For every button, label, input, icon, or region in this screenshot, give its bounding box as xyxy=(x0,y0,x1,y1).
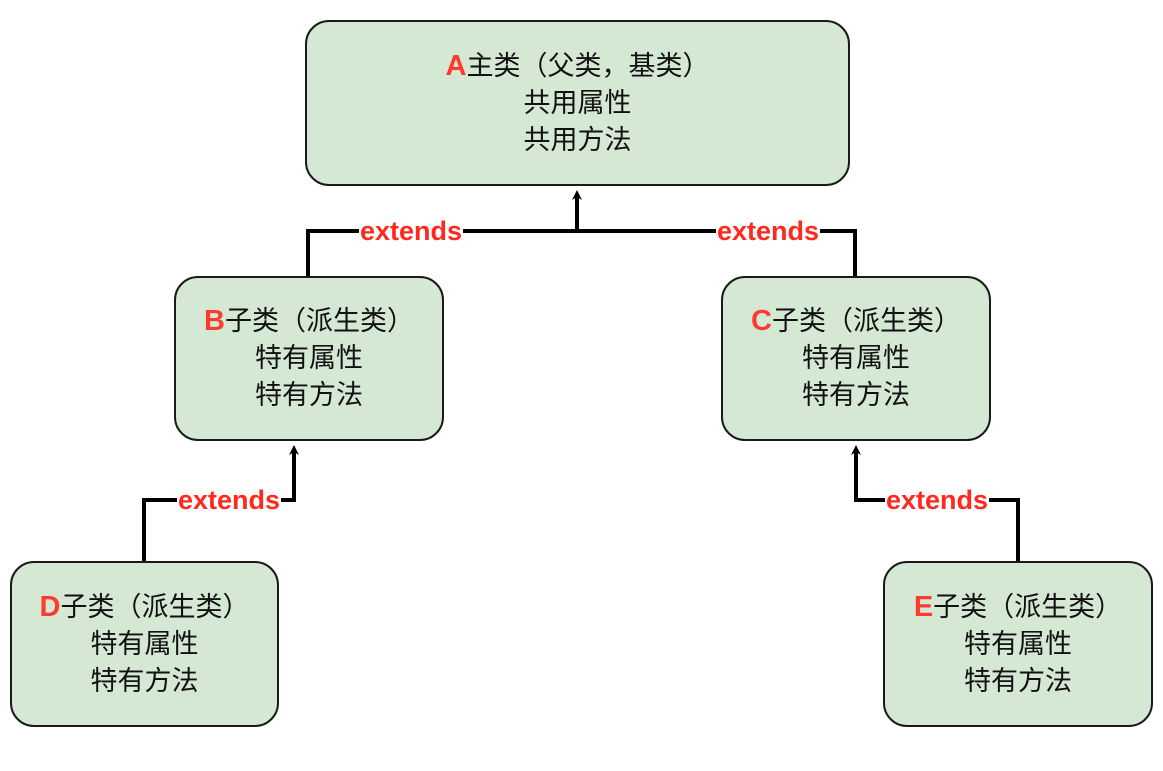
node-a-base-class: A主类（父类，基类） 共用属性 共用方法 xyxy=(305,20,850,186)
node-a-title: A主类（父类，基类） xyxy=(446,48,710,85)
node-b-methods: 特有方法 xyxy=(255,380,363,411)
node-c-title-text: 子类（派生类） xyxy=(771,306,961,337)
node-d-methods: 特有方法 xyxy=(90,665,199,697)
node-c-letter: C xyxy=(751,305,772,337)
node-b-attributes: 特有属性 xyxy=(255,343,363,374)
node-a-title-text: 主类（父类，基类） xyxy=(466,50,710,82)
node-e-title: E子类（派生类） xyxy=(914,589,1122,626)
node-d-attributes: 特有属性 xyxy=(90,628,199,660)
connector-c-to-a xyxy=(577,229,857,276)
edge-label-e-to-c: extends xyxy=(884,485,990,515)
node-e-letter: E xyxy=(913,590,934,623)
node-b-title: B子类（派生类） xyxy=(204,303,414,340)
node-c-attributes: 特有属性 xyxy=(802,343,910,374)
node-a-methods: 共用方法 xyxy=(523,124,632,156)
node-c-methods: 特有方法 xyxy=(802,380,910,411)
node-b-letter: B xyxy=(204,305,225,337)
node-d-subclass: D子类（派生类） 特有属性 特有方法 xyxy=(10,561,279,727)
node-c-title: C子类（派生类） xyxy=(751,303,961,340)
node-a-attributes: 共用属性 xyxy=(523,87,632,119)
node-c-subclass: C子类（派生类） 特有属性 特有方法 xyxy=(721,276,991,441)
node-e-methods: 特有方法 xyxy=(964,665,1072,697)
node-d-title-text: 子类（派生类） xyxy=(60,591,250,623)
node-b-title-text: 子类（派生类） xyxy=(224,306,414,337)
node-a-letter: A xyxy=(445,49,467,82)
edge-label-b-to-a: extends xyxy=(358,216,464,246)
node-e-title-text: 子类（派生类） xyxy=(933,591,1123,623)
node-e-attributes: 特有属性 xyxy=(964,628,1072,660)
edge-label-c-to-a: extends xyxy=(715,216,821,246)
node-d-letter: D xyxy=(39,590,61,623)
edge-label-d-to-b: extends xyxy=(176,485,282,515)
node-d-title: D子类（派生类） xyxy=(40,589,250,626)
node-e-subclass: E子类（派生类） 特有属性 特有方法 xyxy=(883,561,1153,727)
node-b-subclass: B子类（派生类） 特有属性 特有方法 xyxy=(174,276,444,441)
